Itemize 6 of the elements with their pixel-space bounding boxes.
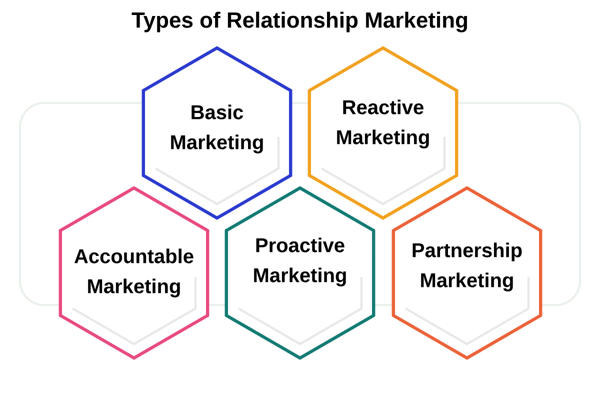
hexagon: Reactive Marketing xyxy=(308,46,458,220)
hexagon: Basic Marketing xyxy=(142,46,292,220)
hexagon: Partnership Marketing xyxy=(392,186,542,360)
title: Types of Relationship Marketing xyxy=(132,12,467,32)
hexagon: Proactive Marketing xyxy=(224,186,376,360)
hexagon: Accountable Marketing xyxy=(58,186,210,360)
